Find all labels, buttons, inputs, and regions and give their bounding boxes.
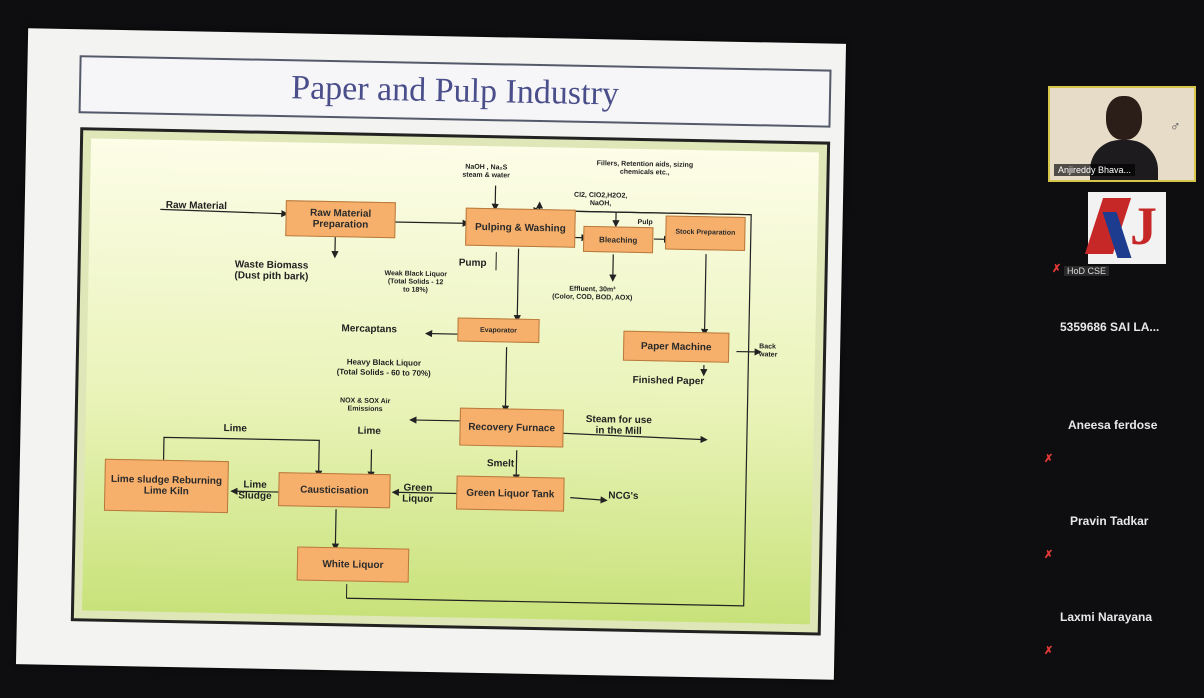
- label-mercaptans: Mercaptans: [341, 323, 398, 336]
- mic-muted-icon: ✗: [1044, 645, 1054, 657]
- arrow-pulping-to-evap: [513, 248, 521, 323]
- participant-name: Anjireddy Bhava...: [1054, 164, 1136, 176]
- label-lime-loop: Lime: [223, 423, 247, 435]
- label-waste-biomass: Waste Biomass (Dust pith bark): [234, 259, 309, 283]
- box-evaporator: Evaporator: [457, 317, 540, 344]
- box-white-liquor: White Liquor: [296, 546, 410, 583]
- arrow-recovery-to-steam: [551, 432, 708, 444]
- box-pulping-washing: Pulping & Washing: [465, 207, 576, 248]
- arrow-evap-to-mercaptans: [424, 330, 461, 338]
- box-bleaching: Bleaching: [582, 225, 654, 254]
- label-weak-black-liquor: Weak Black Liquor (Total Solids - 12 to …: [384, 270, 448, 294]
- process-diagram: Raw Material Preparation Pulping & Washi…: [82, 138, 819, 625]
- arrow-evap-to-recovery: [501, 347, 510, 413]
- participant-name-laxmi[interactable]: Laxmi Narayana: [1060, 610, 1153, 624]
- arrow-bleaching-to-effluent: [609, 254, 617, 282]
- arrow-kiln-lime-loop: [162, 436, 323, 478]
- arrow-recovery-to-nox: [409, 416, 463, 424]
- label-effluent: Effluent, 30m³ (Color, COD, BOD, AOX): [552, 285, 633, 302]
- arrow-prep-to-pulping: [394, 219, 470, 227]
- label-finished-paper: Finished Paper: [632, 374, 705, 388]
- arrow-white-return: [346, 207, 752, 607]
- label-bleach-chemicals: Cl2, ClO2,H2O2, NaOH,: [574, 191, 628, 208]
- arrow-caustic-to-white: [331, 509, 340, 551]
- slide-title-box: Paper and Pulp Industry: [78, 55, 832, 128]
- box-green-liquor-tank: Green Liquor Tank: [456, 475, 565, 512]
- arrow-raw-to-prep: [160, 208, 289, 218]
- label-steam-for-use: Steam for use in the Mill: [585, 413, 653, 438]
- participant-name-aneesa[interactable]: Aneesa ferdose: [1068, 418, 1158, 432]
- participant-name-hod: HoD CSE: [1064, 266, 1110, 276]
- label-nox-sox: NOX & SOX Air Emissions: [340, 397, 391, 414]
- box-causticisation: Causticisation: [278, 472, 391, 509]
- label-naoh-inputs: NaOH , Na₂S steam & water: [462, 163, 510, 180]
- label-lime-input: Lime: [357, 425, 381, 438]
- label-ncgs: NCG's: [608, 490, 639, 503]
- label-smelt: Smelt: [486, 458, 515, 470]
- participant-name-pravin[interactable]: Pravin Tadkar: [1070, 514, 1149, 528]
- label-back-water: Back water: [758, 343, 778, 359]
- wall-glyph: ♂: [1170, 118, 1181, 134]
- box-lime-kiln: Lime sludge Reburning Lime Kiln: [103, 458, 229, 514]
- box-raw-material-preparation: Raw Material Preparation: [285, 200, 396, 239]
- participant-head: [1106, 96, 1142, 140]
- mic-muted-icon: ✗: [1044, 453, 1054, 465]
- mic-muted-icon: ✗: [1052, 263, 1062, 275]
- arrow-recovery-to-green: [512, 450, 520, 482]
- participant-video-tile[interactable]: ♂ Anjireddy Bhava...: [1048, 86, 1196, 182]
- label-lime-sludge: Lime Sludge: [238, 479, 272, 502]
- arrow-green-to-ncg: [570, 496, 608, 504]
- process-diagram-frame: Raw Material Preparation Pulping & Washi…: [70, 127, 831, 636]
- arrow-stock-to-paper: [700, 254, 709, 337]
- mic-muted-icon: ✗: [1044, 549, 1054, 561]
- label-pulp: Pulp: [637, 218, 653, 227]
- participant-logo-tile[interactable]: J: [1084, 192, 1166, 264]
- label-heavy-black-liquor: Heavy Black Liquor (Total Solids - 60 to…: [336, 357, 431, 378]
- box-paper-machine: Paper Machine: [622, 330, 730, 363]
- arrow-caustic-to-kiln: [230, 487, 280, 495]
- label-pump: Pump: [458, 257, 487, 270]
- label-green-liquor: Green Liquor: [402, 482, 434, 506]
- box-recovery-furnace: Recovery Furnace: [459, 407, 564, 448]
- label-raw-material: Raw Material: [165, 199, 228, 213]
- participant-name-sai[interactable]: 5359686 SAI LA...: [1060, 320, 1160, 334]
- arrow-green-to-caustic: [391, 488, 460, 496]
- box-stock-preparation: Stock Preparation: [665, 215, 746, 252]
- slide-title: Paper and Pulp Industry: [290, 69, 620, 113]
- logo-letter: J: [1130, 196, 1157, 256]
- shared-slide: Paper and Pulp Industry: [15, 28, 847, 680]
- label-fillers: Fillers, Retention aids, sizing chemical…: [596, 160, 694, 177]
